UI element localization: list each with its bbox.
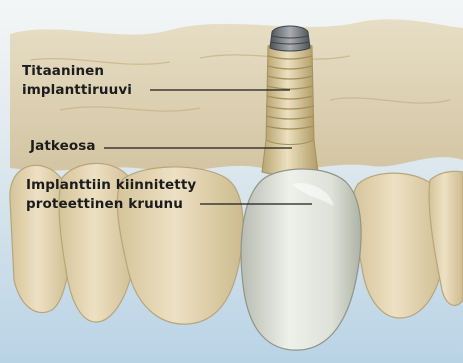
- label-implant-crown-line2: proteettinen kruunu: [26, 195, 196, 214]
- label-implant-crown: Implanttiin kiinnitetty proteettinen kru…: [26, 176, 196, 214]
- label-abutment-line1: Jatkeosa: [30, 137, 96, 156]
- label-abutment: Jatkeosa: [30, 137, 96, 156]
- label-titanium-screw: Titaaninen implanttiruuvi: [22, 62, 132, 100]
- label-titanium-screw-line1: Titaaninen: [22, 62, 132, 81]
- label-titanium-screw-line2: implanttiruuvi: [22, 81, 132, 100]
- label-implant-crown-line1: Implanttiin kiinnitetty: [26, 176, 196, 195]
